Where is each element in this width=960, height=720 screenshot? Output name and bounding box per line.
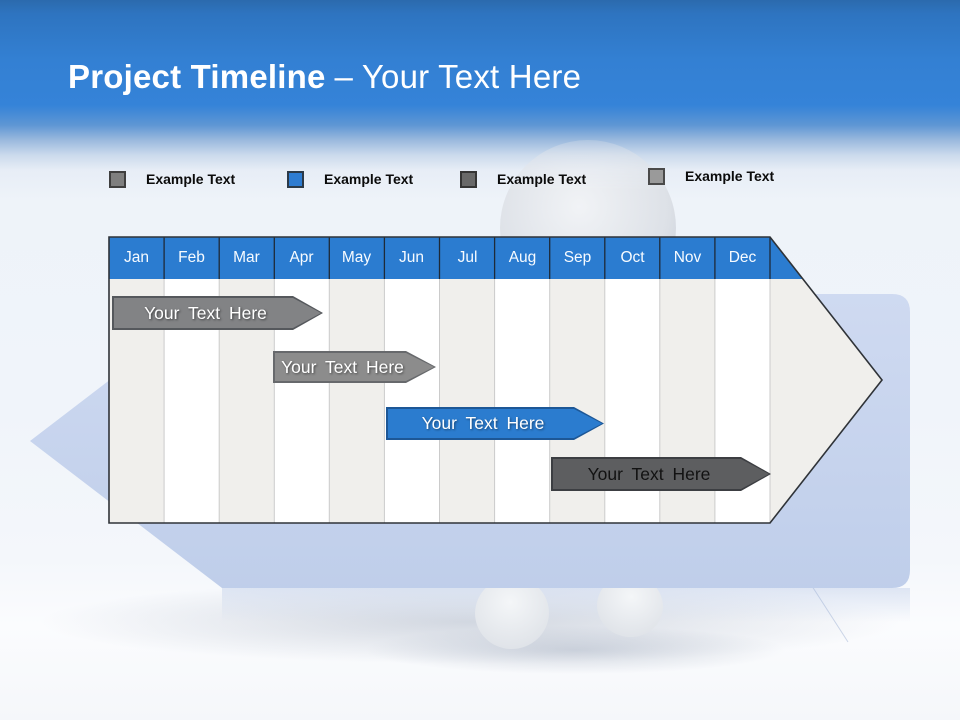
month-header-band — [109, 237, 882, 279]
legend-swatch-lightgray-icon — [648, 167, 665, 185]
page-title: Project Timeline– Your Text Here — [68, 58, 581, 96]
month-label-dec: Dec — [728, 249, 757, 266]
month-label-sep: Sep — [563, 249, 592, 266]
legend-label: Example Text — [146, 171, 236, 187]
month-label-jun: Jun — [399, 249, 424, 266]
month-label-feb: Feb — [178, 249, 205, 266]
month-label-may: May — [341, 249, 372, 266]
legend-item-4: Example Text — [648, 167, 774, 185]
legend-item-3: Example Text — [460, 170, 586, 188]
month-label-aug: Aug — [508, 249, 537, 266]
legend-item-2: Example Text — [287, 170, 413, 188]
figure-foot-left — [475, 576, 549, 650]
title-bold-part: Project Timeline — [68, 58, 326, 95]
timeline-bar-1-label: Your Text Here — [114, 298, 321, 328]
timeline-outline — [108, 236, 884, 524]
arrow-reflection — [222, 588, 910, 622]
timeline-bar-2-label: Your Text Here — [275, 353, 434, 381]
timeline-bar-4-label: Your Text Here — [553, 459, 769, 489]
legend-label: Example Text — [685, 168, 775, 184]
figure-foot-right — [597, 574, 663, 638]
month-label-apr: Apr — [289, 249, 314, 266]
column-separators — [163, 279, 771, 523]
timeline-bar-2: Your Text Here — [273, 351, 436, 383]
title-light-part: – Your Text Here — [334, 58, 582, 95]
month-label-jan: Jan — [124, 249, 149, 266]
legend-swatch-gray-icon — [109, 170, 126, 188]
month-label-mar: Mar — [233, 249, 260, 266]
timeline-bar-4: Your Text Here — [551, 457, 771, 491]
timeline-bar-1: Your Text Here — [112, 296, 323, 330]
legend-label: Example Text — [497, 171, 587, 187]
legend-swatch-darkgray-icon — [460, 170, 477, 188]
legend-item-1: Example Text — [109, 170, 235, 188]
timeline-bar-3-label: Your Text Here — [388, 409, 602, 438]
month-header-separators — [163, 237, 771, 279]
timeline-bar-3: Your Text Here — [386, 407, 604, 440]
month-label-nov: Nov — [673, 249, 702, 266]
month-label-jul: Jul — [457, 249, 478, 266]
figure-shadow — [365, 626, 785, 674]
month-label-oct: Oct — [620, 249, 645, 266]
legend-label: Example Text — [324, 171, 414, 187]
legend-swatch-blue-icon — [287, 170, 304, 188]
